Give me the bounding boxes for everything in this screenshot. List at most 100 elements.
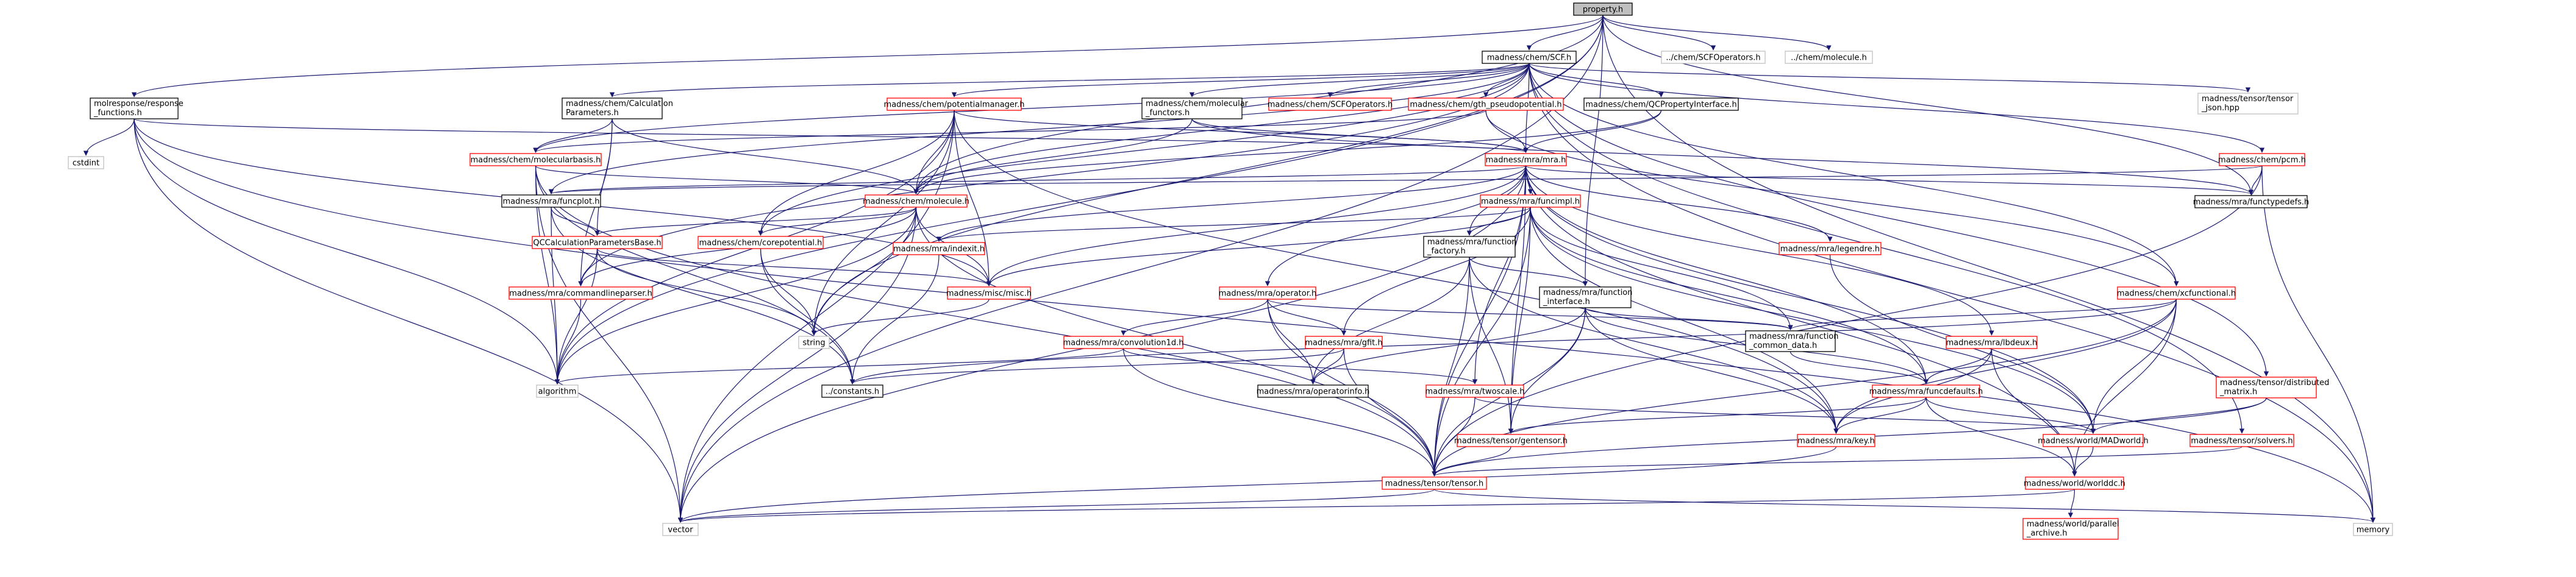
edge-scf-to-corepotential [758, 63, 1530, 236]
node-box [2025, 476, 2124, 490]
edge-potentialmanager-to-miscmisc [954, 110, 992, 286]
node-vector[interactable]: vector [662, 523, 699, 536]
node-scfops_rel[interactable]: ../chem/SCFOperators.h [1661, 51, 1766, 64]
edge-funccommon-to-funcdefaults [1789, 351, 1929, 384]
edge-gthpseudo-to-molbasis [533, 110, 1486, 153]
edge-calcparams-to-qccalcbase [594, 118, 613, 236]
node-box [1872, 384, 1980, 398]
node-parallelarchive[interactable]: madness/world/parallel_archive.h [2022, 518, 2119, 540]
node-pcm[interactable]: madness/chem/pcm.h [2218, 153, 2306, 166]
edge-mra-to-worlddc [1525, 165, 2077, 476]
node-convolution1d[interactable]: madness/mra/convolution1d.h [1063, 336, 1184, 349]
edge-scf-to-memory [1529, 63, 2376, 523]
node-label: madness/mra/mra.h [1486, 156, 1566, 165]
node-operator[interactable]: madness/mra/operator.h [1219, 286, 1317, 300]
node-qcproperty[interactable]: madness/chem/QCPropertyInterface.h [1583, 97, 1739, 111]
node-tensorjson[interactable]: madness/tensor/tensor_json.hpp [2197, 93, 2299, 115]
node-potentialmanager[interactable]: madness/chem/potentialmanager.h [884, 97, 1025, 111]
node-label: madness/chem/xcfunctional.h [2117, 289, 2236, 299]
node-cstdint[interactable]: cstdint [68, 156, 104, 169]
node-worlddc[interactable]: madness/world/worlddc.h [2024, 476, 2125, 490]
node-funcfactory[interactable]: madness/mra/function_factory.h [1423, 236, 1517, 258]
node-label: memory [2357, 526, 2390, 535]
node-operatorinfo[interactable]: madness/mra/operatorinfo.h [1257, 384, 1370, 398]
node-gthpseudo[interactable]: madness/chem/gth_pseudopotential.h [1408, 97, 1564, 111]
node-funcimpl[interactable]: madness/mra/funcimpl.h [1480, 194, 1581, 208]
node-label: madness/chem/gth_pseudopotential.h [1410, 101, 1561, 110]
edge-funcinterface-to-funccommon [1585, 307, 1793, 330]
node-miscmisc[interactable]: madness/misc/misc.h [946, 286, 1032, 300]
node-box [1482, 51, 1577, 64]
node-label: ../chem/SCFOperators.h [1666, 54, 1760, 63]
edge-operator-to-operatorinfo [1267, 299, 1316, 384]
node-twoscale[interactable]: madness/mra/twoscale.h [1425, 384, 1525, 398]
node-label: madness/world/MADworld.h [2038, 437, 2149, 446]
edge-convolution1d-to-algorithm [555, 348, 1124, 384]
node-label: madness/chem/SCFOperators.h [1268, 101, 1393, 110]
node-mra[interactable]: madness/mra/mra.h [1485, 153, 1567, 166]
edge-funcfactory-to-gentensor [1469, 257, 1514, 434]
node-commandline[interactable]: madness/mra/commandlineparser.h [508, 286, 653, 300]
node-algorithm[interactable]: algorithm [536, 384, 579, 398]
node-gfit[interactable]: madness/mra/gfit.h [1305, 336, 1383, 349]
node-label: madness/mra/funcdefaults.h [1869, 388, 1983, 397]
edge-funcdefaults-to-worlddc [1925, 397, 2077, 476]
node-box [1661, 51, 1766, 64]
node-box [2219, 153, 2305, 166]
node-tensordist[interactable]: madness/tensor/distributed_matrix.h [2216, 377, 2329, 398]
node-key[interactable]: madness/mra/key.h [1797, 434, 1875, 447]
node-gentensor[interactable]: madness/tensor/gentensor.h [1454, 434, 1568, 447]
node-box [562, 97, 663, 119]
edge-root-to-scf [1526, 15, 1604, 51]
edge-scf-to-pcm [1529, 63, 2265, 153]
node-corepotential[interactable]: madness/chem/corepotential.h [698, 236, 824, 249]
node-molecule_rel[interactable]: ../chem/molecule.h [1785, 51, 1873, 64]
node-box [2353, 523, 2393, 536]
node-funcdefaults[interactable]: madness/mra/funcdefaults.h [1869, 384, 1983, 398]
node-box [501, 194, 601, 208]
node-indexit[interactable]: madness/mra/indexit.h [893, 242, 985, 255]
node-scfoperators[interactable]: madness/chem/SCFOperators.h [1268, 97, 1393, 111]
node-label: _json.hpp [2201, 104, 2239, 113]
node-memory[interactable]: memory [2353, 523, 2393, 536]
node-root[interactable]: property.h [1573, 2, 1633, 16]
node-functypedefs[interactable]: madness/mra/functypedefs.h [2193, 195, 2310, 208]
edge-mra-to-miscmisc [986, 165, 1527, 286]
node-box [2216, 377, 2317, 398]
node-scf[interactable]: madness/chem/SCF.h [1482, 51, 1577, 64]
node-label: madness/chem/molecule.h [863, 197, 969, 207]
node-molresponse[interactable]: molresponse/response_functions.h [90, 97, 184, 119]
node-box [532, 236, 663, 249]
edge-root-to-scfops_rel [1602, 15, 1716, 51]
node-qccalcbase[interactable]: QCCalculationParametersBase.h [532, 236, 663, 249]
node-molbasis[interactable]: madness/chem/molecularbasis.h [469, 153, 602, 166]
node-tensor[interactable]: madness/tensor/tensor.h [1382, 476, 1487, 490]
node-constants[interactable]: ../constants.h [821, 384, 883, 398]
node-box [662, 523, 699, 536]
node-label: _interface.h [1543, 297, 1590, 306]
edges-layer [83, 15, 2376, 523]
node-label: madness/mra/convolution1d.h [1063, 339, 1183, 348]
node-funcplot[interactable]: madness/mra/funcplot.h [501, 194, 601, 208]
node-label: madness/chem/molecularbasis.h [471, 156, 601, 165]
node-molfunctors[interactable]: madness/chem/molecular_functors.h [1141, 97, 1249, 119]
edge-chemmolecule-to-string [811, 207, 917, 336]
node-string[interactable]: string [798, 336, 830, 349]
node-chemmolecule[interactable]: madness/chem/molecule.h [863, 194, 969, 208]
node-calcparams[interactable]: madness/chem/CalculationParameters.h [562, 97, 673, 119]
edge-calcparams-to-molbasis [533, 118, 613, 153]
node-box [1480, 194, 1581, 208]
edge-scf-to-solvers [1529, 63, 2245, 434]
edge-operator-to-convolution1d [1121, 299, 1268, 336]
node-xcfunctional[interactable]: madness/chem/xcfunctional.h [2117, 286, 2236, 300]
node-funcinterface[interactable]: madness/mra/function_interface.h [1539, 286, 1633, 308]
edge-solvers-to-tensor [1432, 446, 2242, 476]
node-label: madness/mra/operatorinfo.h [1257, 388, 1370, 397]
node-fbdeux[interactable]: madness/mra/lbdeux.h [1946, 336, 2038, 349]
node-solvers[interactable]: madness/tensor/solvers.h [2189, 434, 2294, 447]
node-label: madness/mra/legendre.h [1780, 245, 1880, 254]
node-legendre[interactable]: madness/mra/legendre.h [1779, 242, 1882, 255]
node-madworld[interactable]: madness/world/MADworld.h [2038, 434, 2149, 447]
node-funccommon[interactable]: madness/mra/function_common_data.h [1745, 330, 1839, 352]
